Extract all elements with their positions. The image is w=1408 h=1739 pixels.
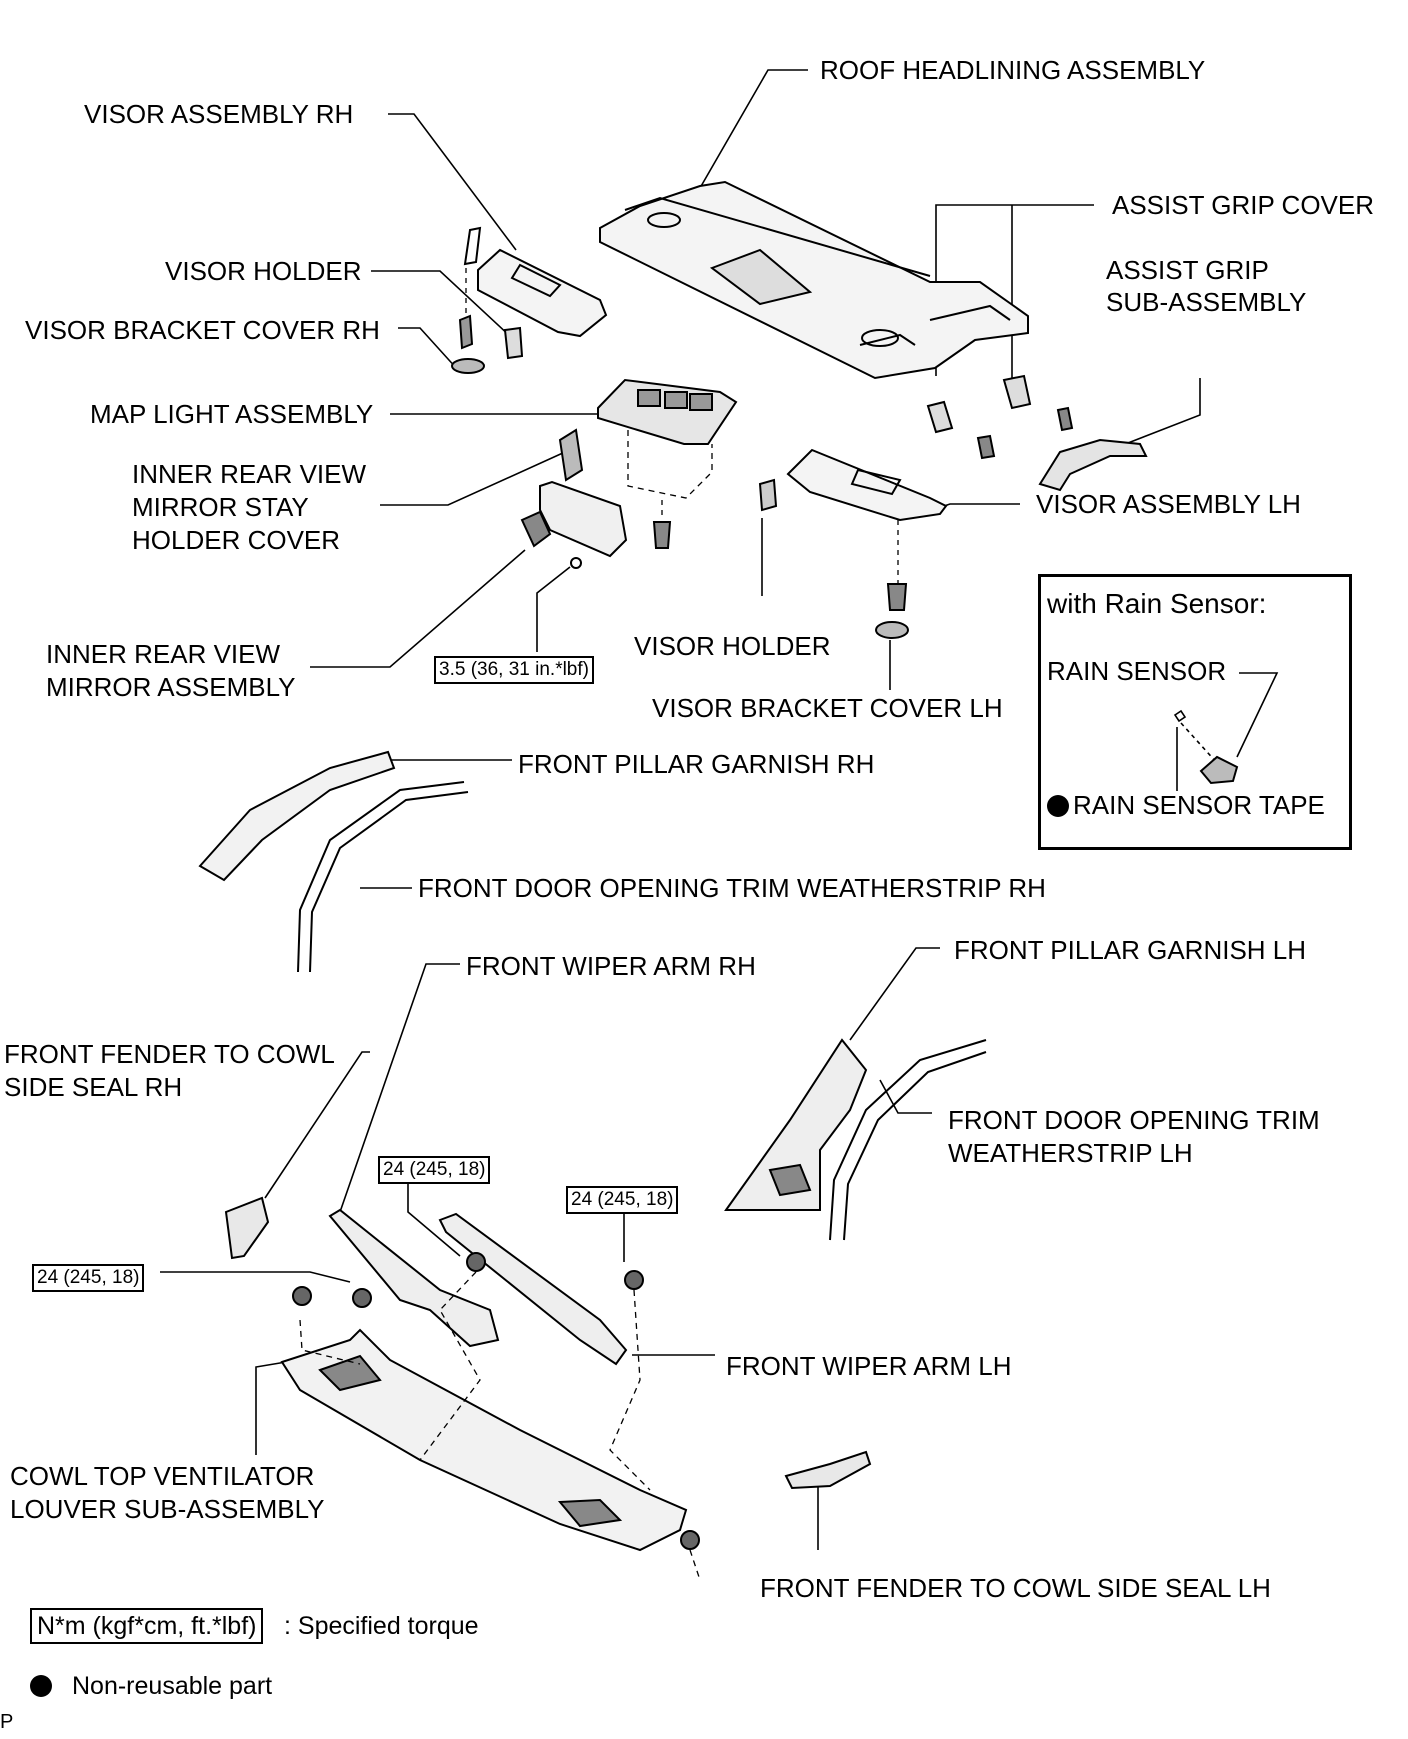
torque-cowl: 24 (245, 18): [32, 1264, 145, 1292]
label-visor-lh: VISOR ASSEMBLY LH: [1036, 489, 1301, 519]
leader-lines: [160, 69, 1201, 1550]
legend-nonreusable-label: Non-reusable part: [72, 1672, 273, 1700]
pillar-rh-drawing: [198, 750, 469, 973]
label-assist-grip-sub-1: ASSIST GRIP: [1106, 255, 1269, 285]
label-weather-lh-1: FRONT DOOR OPENING TRIM: [948, 1105, 1320, 1135]
inset-rain-sensor-tape-label: RAIN SENSOR TAPE: [1073, 790, 1325, 820]
label-visor-holder-top: VISOR HOLDER: [165, 256, 362, 286]
nonreusable-dot-icon: [1047, 795, 1069, 817]
label-fender-seal-lh: FRONT FENDER TO COWL SIDE SEAL LH: [760, 1573, 1271, 1603]
label-visor-holder-mid: VISOR HOLDER: [634, 631, 831, 661]
label-roof-headlining: ROOF HEADLINING ASSEMBLY: [820, 55, 1206, 85]
label-fender-seal-rh-2: SIDE SEAL RH: [4, 1072, 183, 1102]
nonreusable-dot-icon: [30, 1675, 52, 1697]
label-fender-seal-rh-1: FRONT FENDER TO COWL: [4, 1039, 335, 1069]
label-cowl-1: COWL TOP VENTILATOR: [10, 1461, 315, 1491]
assist-grip-drawing: [926, 374, 1148, 492]
label-assist-grip-cover: ASSIST GRIP COVER: [1112, 190, 1375, 220]
label-pillar-lh: FRONT PILLAR GARNISH LH: [954, 935, 1307, 965]
label-visor-bracket-rh: VISOR BRACKET COVER RH: [25, 315, 380, 345]
label-visor-rh: VISOR ASSEMBLY RH: [84, 99, 354, 129]
legend-torque-desc: : Specified torque: [284, 1612, 479, 1640]
visor-lh-drawing: [758, 448, 948, 639]
wiper-arms-drawing: [292, 1208, 700, 1550]
map-light-drawing: [597, 378, 738, 549]
label-wiper-lh: FRONT WIPER ARM LH: [726, 1351, 1012, 1381]
pillar-lh-drawing: [724, 1038, 987, 1241]
label-mirror-stay-2: MIRROR STAY: [132, 492, 309, 522]
torque-wiper-rh: 24 (245, 18): [378, 1156, 491, 1184]
label-assist-grip-sub-2: SUB-ASSEMBLY: [1106, 287, 1307, 317]
torque-wiper-lh: 24 (245, 18): [566, 1186, 679, 1214]
rain-sensor-inset: with Rain Sensor: RAIN SENSOR RAIN SENSO…: [1038, 574, 1352, 850]
roof-headlining-drawing: [599, 180, 1029, 380]
label-wiper-rh: FRONT WIPER ARM RH: [466, 951, 756, 981]
legend-nonreusable: Non-reusable part: [30, 1670, 272, 1703]
label-pillar-rh: FRONT PILLAR GARNISH RH: [518, 749, 875, 779]
mirror-drawing: [520, 428, 628, 569]
label-map-light: MAP LIGHT ASSEMBLY: [90, 399, 374, 429]
corner-mark: P: [0, 1711, 14, 1733]
inset-title: with Rain Sensor:: [1047, 588, 1267, 619]
label-cowl-2: LOUVER SUB-ASSEMBLY: [10, 1494, 325, 1524]
label-mirror-assy-2: MIRROR ASSEMBLY: [46, 672, 296, 702]
fender-seals-drawing: [224, 1196, 872, 1490]
label-mirror-stay-3: HOLDER COVER: [132, 525, 341, 555]
visor-rh-drawing: [451, 226, 608, 374]
label-visor-bracket-lh: VISOR BRACKET COVER LH: [652, 693, 1003, 723]
label-mirror-stay-1: INNER REAR VIEW: [132, 459, 367, 489]
label-mirror-assy-1: INNER REAR VIEW: [46, 639, 281, 669]
inset-rain-sensor-tape: RAIN SENSOR TAPE: [1047, 789, 1325, 822]
label-weather-rh: FRONT DOOR OPENING TRIM WEATHERSTRIP RH: [418, 873, 1046, 903]
legend-torque-unit: N*m (kgf*cm, ft.*lbf): [30, 1608, 264, 1644]
cowl-drawing: [280, 1271, 701, 1581]
torque-mirror: 3.5 (36, 31 in.*lbf): [434, 656, 594, 684]
rain-sensor-drawing: [1173, 672, 1279, 791]
label-weather-lh-2: WEATHERSTRIP LH: [948, 1138, 1193, 1168]
inset-rain-sensor: RAIN SENSOR: [1047, 656, 1227, 686]
